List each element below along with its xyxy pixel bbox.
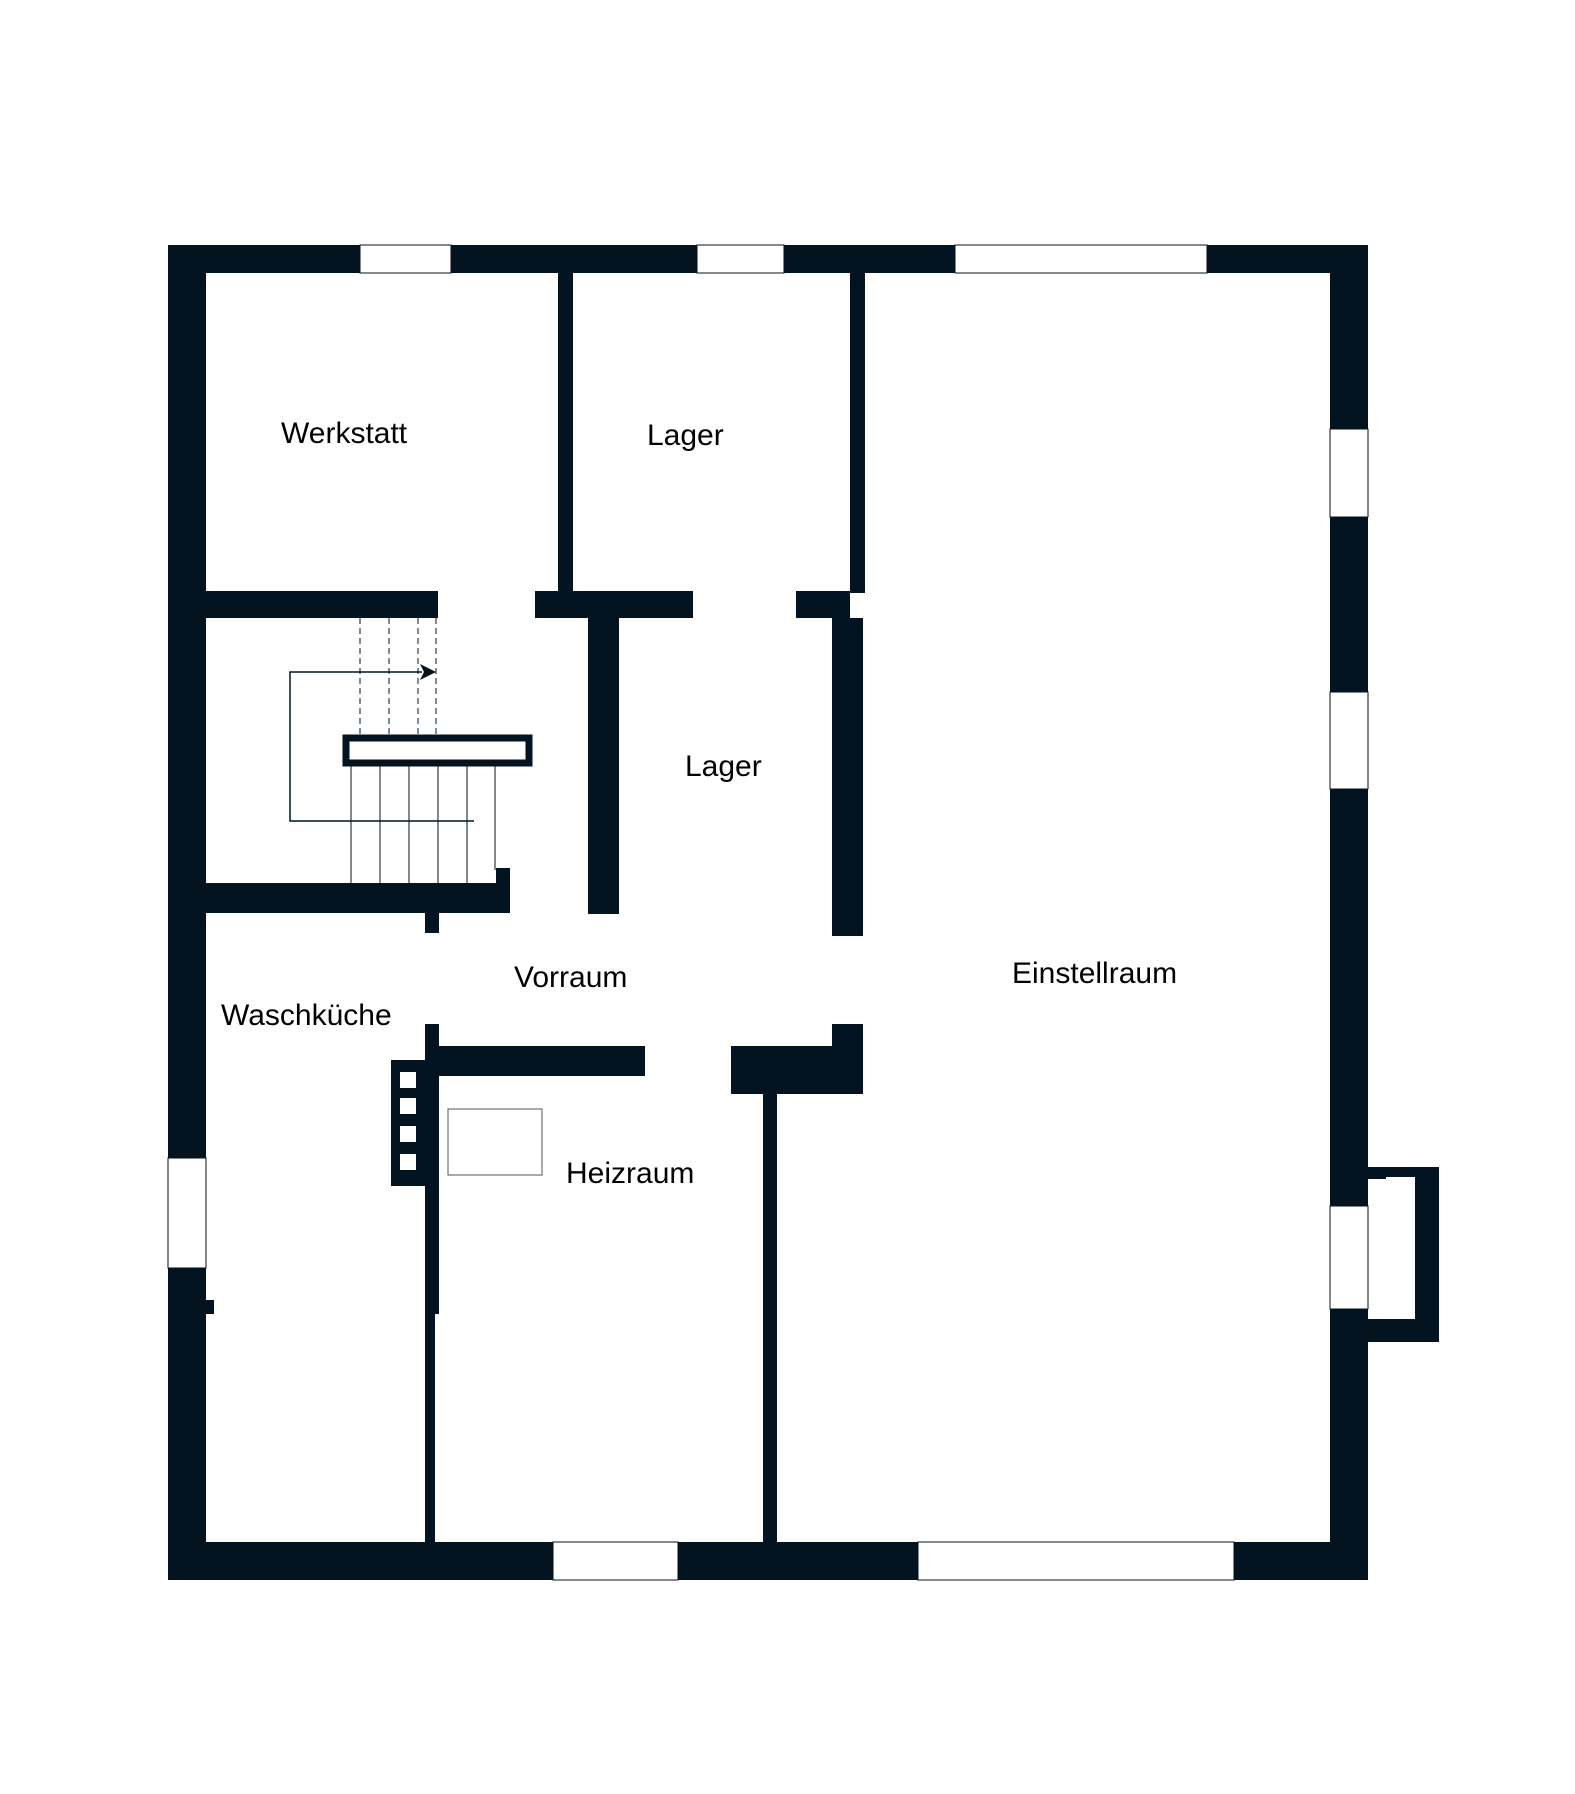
- wall-lager-einstellraum: [850, 273, 865, 593]
- room-label-vorraum: Vorraum: [514, 961, 627, 994]
- wall-v-heizraum-einstellraum: [763, 1076, 777, 1546]
- chimney-bay: [1368, 1167, 1439, 1342]
- wall-h-stair-bottom: [206, 883, 510, 913]
- wall-h-heizraum-left: [425, 1046, 645, 1076]
- window-top-2: [696, 244, 785, 274]
- stair-direction-arrow: [289, 671, 474, 822]
- wall-h-werkstatt: [206, 591, 438, 618]
- window-right-3: [1329, 1205, 1369, 1310]
- boiler-icon: [447, 1108, 543, 1176]
- window-bottom-2: [917, 1541, 1235, 1581]
- room-label-einstellraum: Einstellraum: [1012, 957, 1177, 990]
- room-labels: Werkstatt Lager Lager Vorraum Waschküche…: [221, 417, 1177, 1190]
- room-label-waschkueche: Waschküche: [221, 999, 392, 1032]
- wall-v-waschkueche-heizraum: [425, 1024, 439, 1314]
- window-left-1: [167, 1157, 207, 1269]
- wall-h-lager-left: [535, 591, 693, 618]
- window-right-2: [1329, 691, 1369, 790]
- room-label-lager-mid: Lager: [685, 750, 762, 783]
- wall-left: [168, 245, 206, 1580]
- staircase: [289, 618, 533, 883]
- window-top-1: [359, 244, 452, 274]
- shaft-block: [391, 1060, 425, 1186]
- arrowhead-icon: [420, 664, 436, 680]
- wall-h-lager-right: [796, 591, 850, 618]
- room-label-lager-top: Lager: [647, 419, 724, 452]
- wall-v-lager-mid-left: [588, 618, 619, 914]
- wall-werkstatt-lager: [558, 273, 573, 593]
- room-label-werkstatt: Werkstatt: [281, 417, 408, 450]
- window-right-1: [1329, 428, 1369, 518]
- window-top-3: [954, 244, 1208, 274]
- stair-landing: [342, 734, 533, 767]
- windows: [167, 244, 1369, 1581]
- interior-walls: [206, 273, 865, 1546]
- window-bottom-1: [552, 1541, 679, 1581]
- wall-v-lager-mid-right: [832, 618, 863, 936]
- room-label-heizraum: Heizraum: [566, 1157, 694, 1190]
